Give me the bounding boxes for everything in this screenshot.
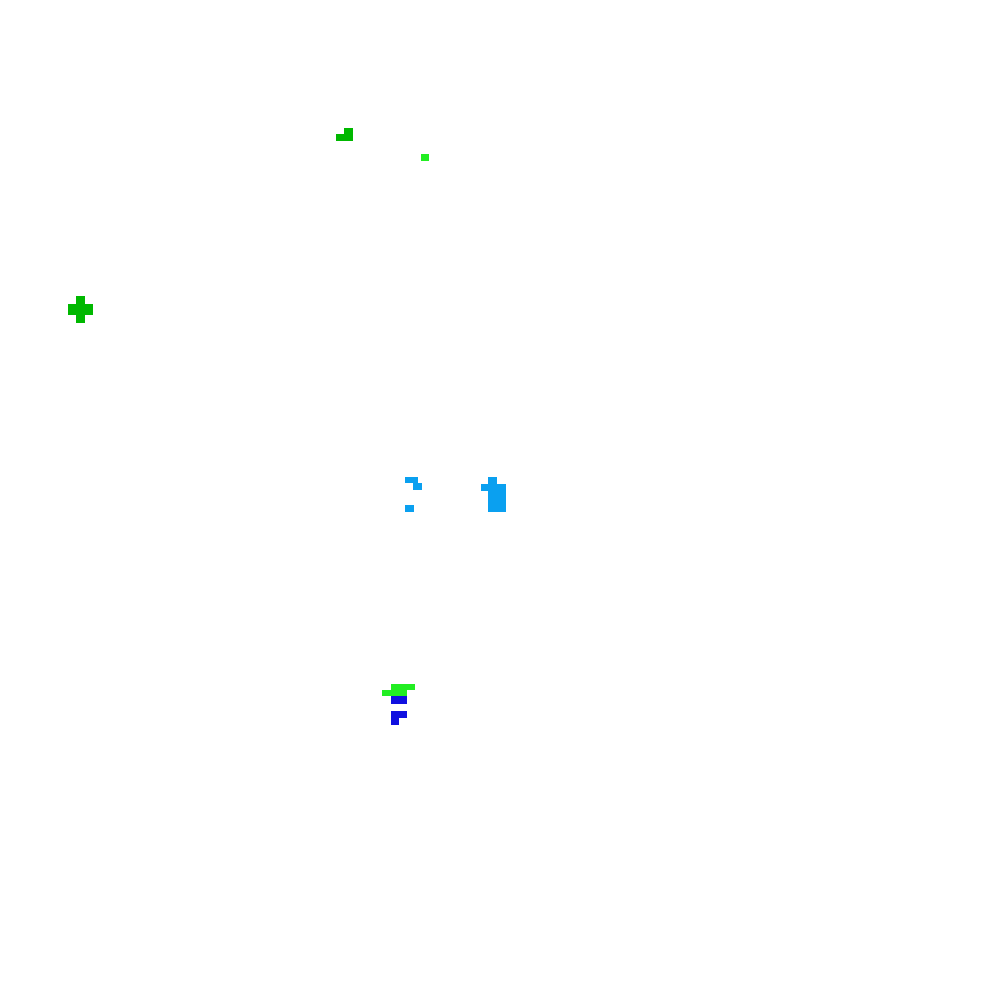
navy-sprite-lower [391, 711, 407, 725]
blue-sprite-right [481, 477, 506, 512]
blue-sprite-left [405, 477, 422, 512]
navy-sprite-upper [391, 696, 407, 704]
green-dot-top [421, 154, 429, 161]
green-bar-sprite [382, 684, 415, 696]
green-sprite-top-left [336, 128, 353, 141]
green-plus-sprite [68, 296, 93, 323]
